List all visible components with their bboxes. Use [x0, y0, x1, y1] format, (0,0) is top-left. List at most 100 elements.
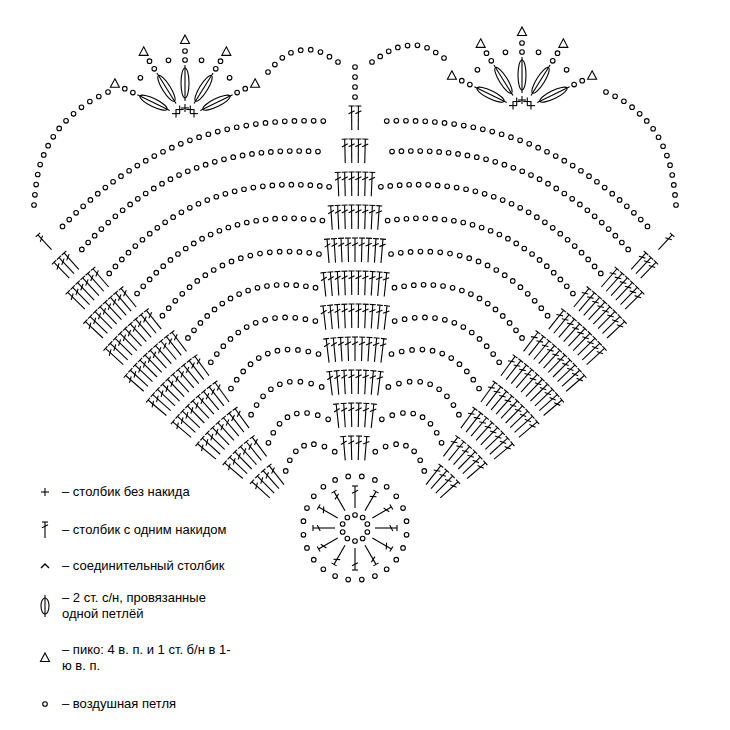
double-crochet-bar [499, 395, 506, 397]
double-crochet-bar [376, 310, 382, 312]
double-crochet-bar [665, 238, 671, 240]
chain-stitch [265, 284, 270, 289]
double-crochet-top [484, 416, 489, 420]
double-crochet-top [320, 305, 326, 307]
chain-stitch [234, 125, 239, 130]
chain-stitch [254, 122, 259, 127]
single-crochet [512, 102, 513, 110]
chain-stitch [378, 54, 383, 59]
double-crochet [323, 306, 326, 330]
double-crochet [358, 403, 360, 427]
chain-stitch [168, 258, 173, 263]
double-crochet-top [478, 455, 482, 459]
chain-stitch [127, 168, 132, 173]
double-crochet-bar [335, 210, 341, 213]
chain-stitch [244, 123, 249, 128]
double-crochet-top [118, 331, 122, 335]
chain-stitch [166, 58, 171, 63]
chain-stitch [449, 356, 454, 361]
double-crochet-bar [345, 342, 351, 345]
double-crochet-top [352, 237, 358, 238]
double-crochet [334, 492, 345, 511]
double-crochet-bar [158, 347, 161, 353]
double-crochet [189, 361, 204, 380]
two-dc-together [155, 73, 178, 103]
chain-stitch [64, 119, 69, 124]
double-crochet [343, 436, 345, 460]
double-crochet-top [483, 461, 487, 466]
double-crochet-bar [352, 342, 358, 345]
double-crochet-top [535, 420, 539, 425]
double-crochet-top [352, 569, 358, 570]
chain-stitch [468, 82, 473, 87]
chain-stitch [537, 177, 542, 182]
double-crochet-bar [359, 342, 365, 345]
chain-stitch [187, 285, 192, 290]
double-crochet-top [620, 271, 624, 275]
chain-stitch [244, 325, 249, 330]
single-crochet [175, 110, 176, 118]
double-crochet-top [341, 271, 347, 272]
double-crochet-top [563, 353, 567, 357]
double-crochet [344, 139, 346, 163]
chain-stitch [503, 50, 508, 55]
chain-stitch [479, 225, 484, 230]
double-crochet [347, 238, 349, 262]
double-crochet-top [352, 485, 358, 486]
chain-stitch [191, 241, 196, 246]
double-crochet-top [613, 310, 617, 314]
double-crochet-bar [505, 446, 511, 449]
double-crochet-bar [363, 408, 369, 411]
double-crochet-top [593, 336, 597, 340]
double-crochet [361, 337, 363, 361]
double-crochet-bar [545, 392, 551, 394]
single-crochet [193, 110, 194, 118]
chain-stitch [411, 411, 416, 416]
chain-stitch [266, 441, 271, 446]
double-crochet [584, 297, 600, 315]
double-crochet-bar [266, 472, 269, 478]
double-crochet-top [349, 138, 355, 139]
chain-stitch [661, 144, 666, 149]
chain-stitch [273, 62, 278, 67]
chain-stitch [321, 567, 326, 572]
double-crochet-bar [362, 309, 368, 312]
chain-stitch [32, 203, 37, 208]
double-crochet-top [80, 276, 84, 280]
chain-stitch [41, 153, 46, 158]
legend-item: – воздушная петля [62, 696, 234, 712]
chain-stitch [380, 417, 385, 422]
double-crochet [252, 482, 270, 498]
double-crochet [378, 206, 380, 230]
chain-stitch [168, 177, 173, 182]
chain-stitch [446, 150, 451, 155]
chain-stitch [457, 412, 462, 417]
double-crochet-top [93, 310, 97, 314]
double-crochet [38, 235, 52, 250]
double-crochet-bar [144, 316, 147, 322]
double-crochet [364, 172, 366, 196]
chain-stitch [81, 204, 86, 209]
chain-stitch [241, 369, 246, 374]
chain-stitch [194, 165, 199, 170]
double-crochet-top [456, 480, 460, 484]
single-crochet [516, 98, 517, 106]
double-crochet-bar [349, 309, 355, 312]
double-crochet [364, 271, 366, 295]
double-crochet [564, 324, 580, 342]
chain-stitch [336, 60, 341, 65]
chain-stitch [231, 155, 236, 160]
double-crochet [494, 444, 512, 459]
double-crochet-bar [76, 289, 78, 295]
chain-stitch [435, 183, 440, 188]
chain-stitch [460, 288, 465, 293]
double-crochet-bar [369, 177, 375, 180]
double-crochet-bar [355, 144, 361, 147]
chain-stitch [254, 403, 259, 408]
double-crochet [351, 370, 353, 394]
chain-stitch [428, 422, 433, 427]
double-crochet-bar [572, 328, 578, 330]
double-crochet-bar [67, 254, 69, 260]
double-crochet-bar [181, 417, 183, 423]
chain-stitch [249, 412, 254, 417]
